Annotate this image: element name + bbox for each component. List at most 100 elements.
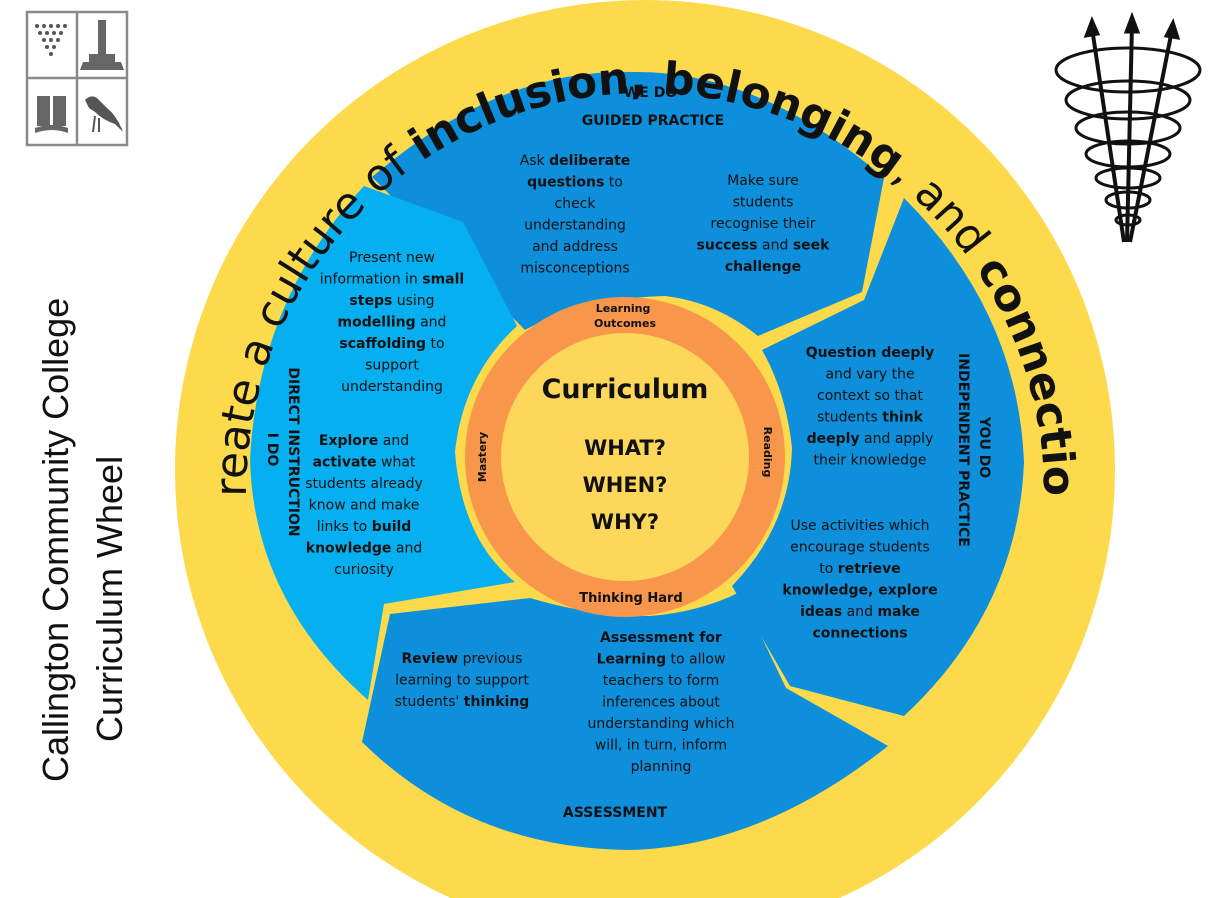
segment-we-do: [372, 71, 884, 337]
bold-run: seek: [793, 238, 830, 254]
text-line: and address: [532, 239, 618, 255]
text-run: and: [391, 541, 422, 557]
text-line: students' thinking: [395, 694, 530, 710]
text-run: what: [377, 455, 416, 471]
text-line: Make sure: [727, 173, 799, 189]
text-run: and: [378, 433, 409, 449]
bold-run: challenge: [725, 259, 801, 275]
assessment-heading: ASSESSMENT: [563, 805, 668, 821]
text-line: steps using: [349, 293, 434, 309]
bold-run: Assessment for: [600, 630, 722, 646]
text-line: Question deeply: [806, 345, 935, 361]
text-line: Ask deliberate: [520, 153, 631, 169]
text-line: scaffolding to: [339, 336, 444, 352]
svg-text:YOU DO INDEPENDENT PRACT: YOU DO INDEPENDENT PRACTICE: [955, 353, 992, 547]
text-run: teachers to form: [603, 673, 720, 689]
text-line: context so that: [817, 388, 923, 404]
text-line: Explore and: [319, 433, 409, 449]
text-run: and apply: [860, 431, 934, 447]
text-line: Learning to allow: [597, 652, 726, 668]
text-line: students: [733, 195, 794, 211]
you-do-heading: YOU DO INDEPENDENT PRACTICE: [955, 353, 992, 547]
text-line: know and make: [309, 498, 420, 514]
text-line: check: [555, 196, 597, 212]
text-line: will, in turn, inform: [595, 738, 727, 754]
text-line: deeply and apply: [807, 431, 934, 447]
reading-label: Reading: [761, 427, 774, 478]
text-line: understanding: [524, 218, 626, 234]
bold-run: Review: [402, 651, 459, 667]
college-name: Callington Community College: [35, 298, 76, 782]
we-do-heading: WE DO GUIDED PRACTICE: [582, 85, 725, 129]
bold-run: ideas: [800, 604, 842, 620]
text-run: Present new: [349, 250, 435, 266]
bold-run: Question deeply: [806, 345, 935, 361]
text-run: misconceptions: [520, 261, 629, 277]
text-line: understanding which: [587, 716, 734, 732]
text-run: information in: [320, 272, 422, 288]
curriculum-title: Curriculum: [542, 374, 709, 405]
segment-you-do: [732, 198, 1024, 716]
text-line: misconceptions: [520, 261, 629, 277]
bold-run: think: [882, 410, 923, 426]
bold-run: modelling: [338, 315, 416, 331]
text-run: context so that: [817, 388, 923, 404]
text-line: ideas and make: [800, 604, 920, 620]
text-run: using: [392, 293, 434, 309]
text-line: inferences about: [602, 695, 720, 711]
text-run: will, in turn, inform: [595, 738, 727, 754]
segment-assessment: [362, 592, 888, 850]
text-run: understanding: [341, 379, 443, 395]
text-run: Use activities which: [791, 518, 930, 534]
text-line: to retrieve: [819, 561, 900, 577]
text-run: to allow: [666, 652, 725, 668]
text-line: curiosity: [334, 562, 394, 578]
text-run: students: [817, 410, 882, 426]
text-run: encourage students: [790, 540, 930, 556]
bold-run: deliberate: [549, 153, 630, 169]
text-line: links to build: [317, 519, 412, 535]
mastery-label: Mastery: [476, 432, 489, 482]
i-do-heading: I DO DIRECT INSTRUCTION: [264, 367, 301, 536]
text-line: connections: [812, 626, 907, 642]
text-run: inferences about: [602, 695, 720, 711]
center-circle: [501, 333, 749, 581]
bold-run: knowledge, explore: [782, 583, 937, 599]
bold-run: connections: [812, 626, 907, 642]
text-run: previous: [458, 651, 522, 667]
question-what: WHAT?: [584, 436, 666, 460]
bold-run: thinking: [464, 694, 530, 710]
text-run: students: [733, 195, 794, 211]
bold-run: make: [877, 604, 919, 620]
spiral-arrows-icon: [1054, 11, 1202, 243]
text-run: to: [426, 336, 445, 352]
bold-run: scaffolding: [339, 336, 426, 352]
bold-run: Explore: [319, 433, 378, 449]
text-line: information in small: [320, 272, 464, 288]
text-run: and: [842, 604, 877, 620]
text-run: and address: [532, 239, 618, 255]
text-line: Assessment for: [600, 630, 722, 646]
question-why: WHY?: [591, 510, 659, 534]
text-line: and vary the: [825, 367, 914, 383]
text-line: modelling and: [338, 315, 447, 331]
text-line: Review previous: [402, 651, 523, 667]
bold-run: build: [372, 519, 412, 535]
text-line: encourage students: [790, 540, 930, 556]
text-line: activate what: [313, 455, 416, 471]
bold-run: activate: [313, 455, 377, 471]
wheel-name: Curriculum Wheel: [89, 456, 130, 742]
text-line: knowledge and: [306, 541, 422, 557]
school-crest-icon: [25, 10, 129, 147]
text-line: teachers to form: [603, 673, 720, 689]
text-run: support: [365, 358, 419, 374]
text-line: support: [365, 358, 419, 374]
text-line: questions to: [527, 175, 623, 191]
text-line: students already: [305, 476, 423, 492]
segment-i-do: [250, 186, 517, 700]
text-run: check: [555, 196, 597, 212]
